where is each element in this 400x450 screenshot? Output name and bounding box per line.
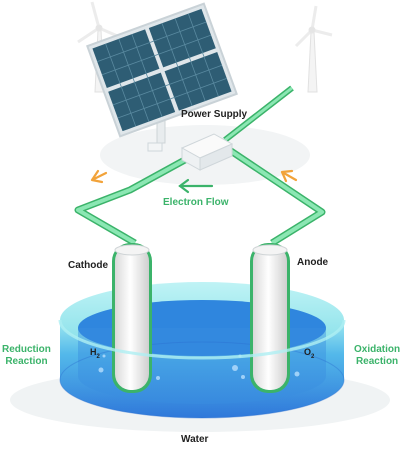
oxygen-symbol: O (304, 347, 312, 357)
power-supply-box-icon (147, 133, 234, 171)
arrow-left-icon (178, 178, 214, 194)
hydrogen-symbol: H (90, 347, 97, 357)
reduction-label-line1: Reduction (2, 344, 51, 355)
oxygen-subscript: 2 (311, 353, 315, 360)
power-supply-label: Power Supply (181, 109, 248, 120)
hydrogen-label: H2 (90, 347, 100, 360)
anode-label: Anode (297, 257, 329, 268)
cathode-label: Cathode (68, 260, 108, 271)
oxidation-reaction-label: Oxidation Reaction (354, 344, 400, 368)
wind-turbine-icon (294, 5, 333, 93)
oxygen-label: O2 (304, 347, 314, 360)
water-tank (59, 282, 345, 419)
solar-panel-icon (86, 2, 238, 144)
oxidation-label-line2: Reaction (355, 356, 399, 367)
hydrogen-subscript: 2 (96, 353, 100, 360)
circuit-wire (74, 85, 326, 247)
cathode-electrode-icon (112, 243, 152, 393)
reduction-label-line2: Reaction (5, 356, 48, 367)
water-label: Water (181, 434, 209, 445)
arrow-down-left-icon (90, 169, 108, 184)
tank-front-rim (58, 319, 346, 360)
oxidation-label-line1: Oxidation (354, 344, 400, 355)
anode-electrode-icon (250, 243, 290, 393)
arrow-up-left-icon (280, 169, 298, 183)
electron-flow-label: Electron Flow (163, 197, 229, 208)
reduction-reaction-label: Reduction Reaction (2, 344, 51, 368)
